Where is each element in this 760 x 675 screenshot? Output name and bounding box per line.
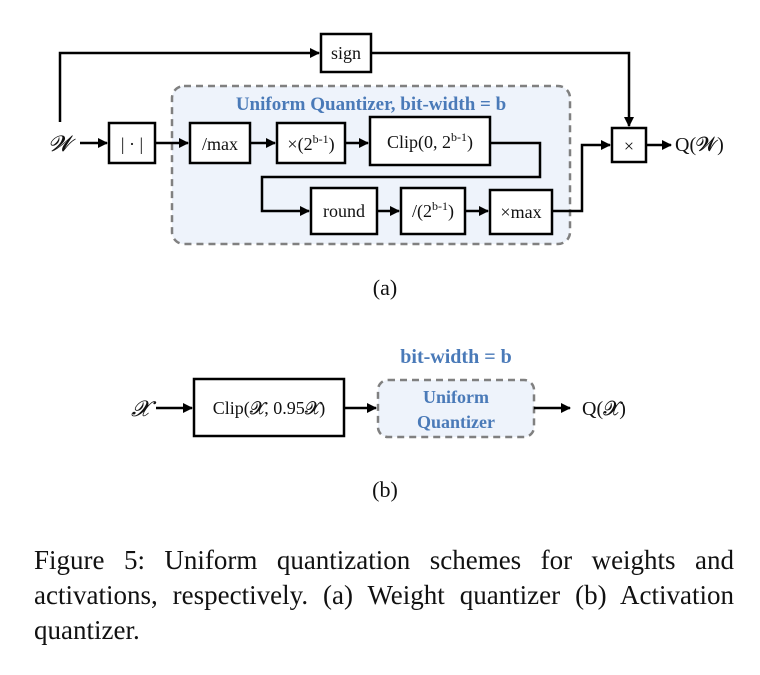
weight-quantizer-diagram: Uniform Quantizer, bit-width = b 𝓦 | · |… xyxy=(48,32,724,300)
mul-max-label: ×max xyxy=(500,202,541,222)
uniform-quantizer-line1: Uniform xyxy=(423,387,489,407)
div-pow-label: /(2b-1) xyxy=(412,199,454,222)
input-w-label: 𝓦 xyxy=(48,131,76,156)
div-pow-box xyxy=(399,186,467,236)
output-qx-label: Q(𝓧) xyxy=(582,398,626,420)
clip-label: Clip(0, 2b-1) xyxy=(387,130,473,153)
label-a: (a) xyxy=(373,275,397,300)
clip-box xyxy=(368,115,492,167)
bitwidth-label: bit-width = b xyxy=(400,346,511,368)
div-max-box xyxy=(188,121,252,165)
div-max-label: /max xyxy=(202,134,238,154)
mul-pow-label: ×(2b-1) xyxy=(287,132,334,155)
input-x-label: 𝓧 xyxy=(131,396,157,421)
uniform-quantizer-line2: Quantizer xyxy=(417,412,495,432)
abs-label: | · | xyxy=(121,134,143,154)
uniform-quantizer-title: Uniform Quantizer, bit-width = b xyxy=(236,94,506,115)
clip-x-box xyxy=(192,377,346,438)
clip-x-label: Clip(𝓧, 0.95𝓧) xyxy=(213,398,326,419)
label-b: (b) xyxy=(372,477,398,502)
sign-label: sign xyxy=(331,43,361,63)
connector-lines-a xyxy=(58,48,672,216)
multiply-label: × xyxy=(624,136,634,156)
round-box xyxy=(309,186,379,236)
diagram-canvas: Uniform Quantizer, bit-width = b 𝓦 | · |… xyxy=(48,32,724,502)
figure-caption: Figure 5: Uniform quantization schemes f… xyxy=(34,545,734,645)
activation-quantizer-diagram: bit-width = b 𝓧 Clip(𝓧, 0.95𝓧) Uniform Q… xyxy=(131,346,626,502)
round-label: round xyxy=(323,201,365,221)
output-qw-label: Q(𝓦) xyxy=(675,134,724,156)
